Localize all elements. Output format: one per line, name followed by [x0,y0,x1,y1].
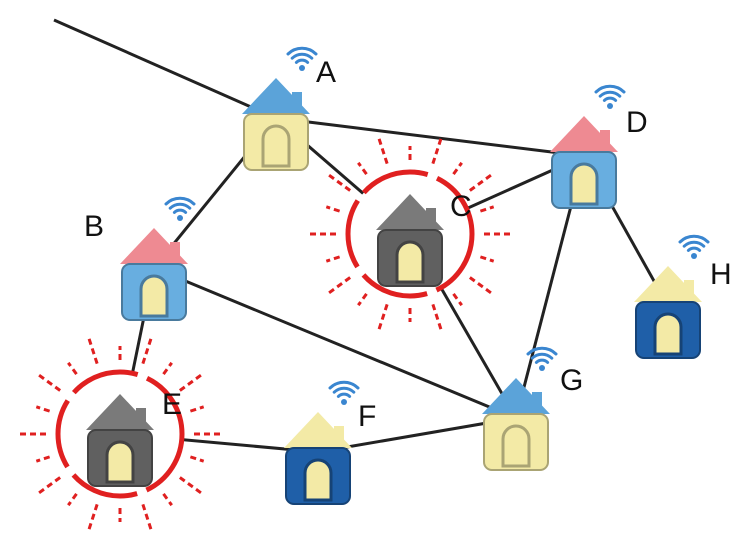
house-door [139,274,169,318]
house-door [501,424,531,468]
house-door [395,240,425,284]
house-door [261,124,291,168]
wifi-icon [286,46,318,71]
wifi-icon [164,196,196,221]
edge-a-d [275,116,585,158]
node-label-e: E [162,388,183,421]
house-e[interactable] [86,394,154,487]
edge-uplink-a [53,18,277,120]
wifi-icon [526,346,558,371]
house-d[interactable] [550,84,626,209]
node-label-a: A [316,56,337,89]
house-door [303,458,333,502]
wifi-icon [678,234,710,259]
house-a[interactable] [242,46,318,171]
house-door [569,162,599,206]
house-h[interactable] [634,234,710,359]
nodes-layer [86,46,710,505]
wifi-icon [594,84,626,109]
wifi-icon [328,380,360,405]
node-label-h: H [710,258,732,291]
node-label-c: C [450,190,472,223]
node-label-d: D [626,106,648,139]
node-label-b: B [84,210,105,243]
house-door [653,312,683,356]
house-g[interactable] [482,346,558,471]
node-label-g: G [560,364,584,397]
node-label-f: F [358,400,377,433]
house-c[interactable] [376,194,444,287]
house-door [105,440,135,484]
house-f[interactable] [284,380,360,505]
house-b[interactable] [120,196,196,321]
edge-b-g [153,266,517,420]
